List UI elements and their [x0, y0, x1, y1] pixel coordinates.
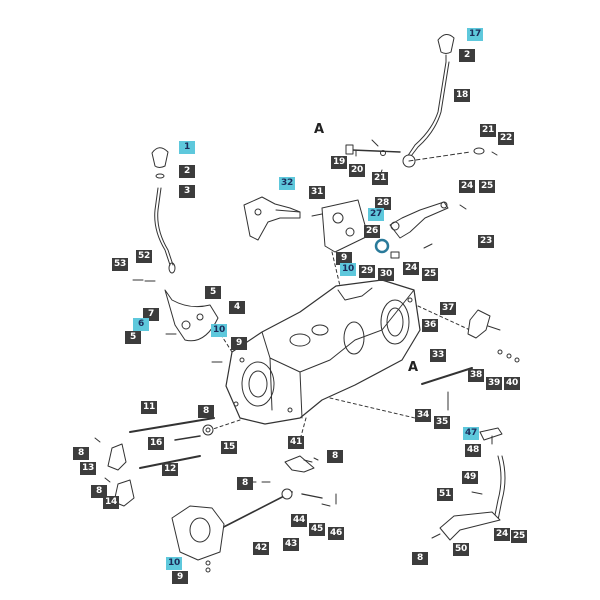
- callout-1: 1: [179, 141, 195, 154]
- detent-part: [284, 455, 319, 473]
- callout-20: 20: [349, 164, 365, 177]
- callout-24b: 24: [403, 262, 419, 275]
- callout-29: 29: [359, 265, 375, 278]
- rails-group: [129, 417, 215, 469]
- callout-48: 48: [465, 444, 481, 457]
- callout-8d: 8: [91, 485, 107, 498]
- callout-24a: 24: [459, 180, 475, 193]
- callout-28: 28: [375, 197, 391, 210]
- callout-25a: 25: [479, 180, 495, 193]
- callout-10b: 10: [211, 324, 227, 337]
- callout-8b: 8: [73, 447, 89, 460]
- callout-8e: 8: [237, 477, 253, 490]
- callout-41: 41: [288, 436, 304, 449]
- callout-40: 40: [504, 377, 520, 390]
- pin-part: [390, 251, 400, 259]
- callout-9b: 9: [231, 337, 247, 350]
- callout-49: 49: [462, 471, 478, 484]
- callout-36: 36: [422, 319, 438, 332]
- transmission-housing: [225, 279, 421, 425]
- callout-24c: 24: [494, 528, 510, 541]
- callout-34: 34: [415, 409, 431, 422]
- callout-44: 44: [291, 514, 307, 527]
- callout-13: 13: [80, 462, 96, 475]
- callout-32: 32: [279, 177, 295, 190]
- callout-52: 52: [136, 250, 152, 263]
- range-lever: [431, 427, 506, 541]
- callout-14: 14: [103, 496, 119, 509]
- callout-50: 50: [453, 543, 469, 556]
- shift-fork-left: [94, 437, 135, 507]
- callout-5a: 5: [205, 286, 221, 299]
- callout-23: 23: [478, 235, 494, 248]
- shift-rod: [421, 367, 473, 385]
- callout-10a: 10: [340, 263, 356, 276]
- callout-30: 30: [378, 268, 394, 281]
- callout-35: 35: [434, 416, 450, 429]
- callout-15: 15: [221, 441, 237, 454]
- callout-33: 33: [430, 349, 446, 362]
- callout-8a: 8: [198, 405, 214, 418]
- callout-31: 31: [309, 186, 325, 199]
- control-lever: [389, 201, 467, 239]
- callout-45: 45: [309, 523, 325, 536]
- callout-17: 17: [467, 28, 483, 41]
- callout-8f: 8: [412, 552, 428, 565]
- callout-53: 53: [112, 258, 128, 271]
- callout-19: 19: [331, 156, 347, 169]
- callout-16: 16: [148, 437, 164, 450]
- callout-47: 47: [463, 427, 479, 440]
- callout-2a: 2: [459, 49, 475, 62]
- callout-37: 37: [440, 302, 456, 315]
- callout-22: 22: [498, 132, 514, 145]
- callout-27: 27: [368, 208, 384, 221]
- callout-11: 11: [141, 401, 157, 414]
- shift-lever-right: [345, 34, 498, 168]
- callout-46: 46: [328, 527, 344, 540]
- callout-18: 18: [454, 89, 470, 102]
- callout-21a: 21: [480, 124, 496, 137]
- shift-fork-right: [467, 309, 520, 363]
- callout-4: 4: [229, 301, 245, 314]
- callout-9c: 9: [172, 571, 188, 584]
- callout-7: 7: [143, 308, 159, 321]
- callout-9a: 9: [336, 252, 352, 265]
- callout-21b: 21: [372, 172, 388, 185]
- callout-6: 6: [133, 318, 149, 331]
- callout-43: 43: [283, 538, 299, 551]
- callout-12: 12: [162, 463, 178, 476]
- reference-letter-a-top: A: [314, 122, 325, 137]
- callout-25b: 25: [422, 268, 438, 281]
- callout-10c: 10: [166, 557, 182, 570]
- callout-51: 51: [437, 488, 453, 501]
- callout-39: 39: [486, 377, 502, 390]
- callout-26: 26: [364, 225, 380, 238]
- cover-plate: [311, 199, 369, 253]
- callout-38: 38: [468, 369, 484, 382]
- callout-42: 42: [253, 542, 269, 555]
- callout-8c: 8: [327, 450, 343, 463]
- callout-25c: 25: [511, 530, 527, 543]
- fasteners: [211, 139, 433, 507]
- seal-ring: [374, 238, 390, 254]
- bracket-part: [243, 196, 301, 241]
- reference-letter-a-right: A: [408, 360, 419, 375]
- rear-cover: [171, 505, 225, 561]
- callout-3: 3: [179, 185, 195, 198]
- shift-lever-left: [132, 147, 219, 342]
- callout-2b: 2: [179, 165, 195, 178]
- callout-5b: 5: [125, 331, 141, 344]
